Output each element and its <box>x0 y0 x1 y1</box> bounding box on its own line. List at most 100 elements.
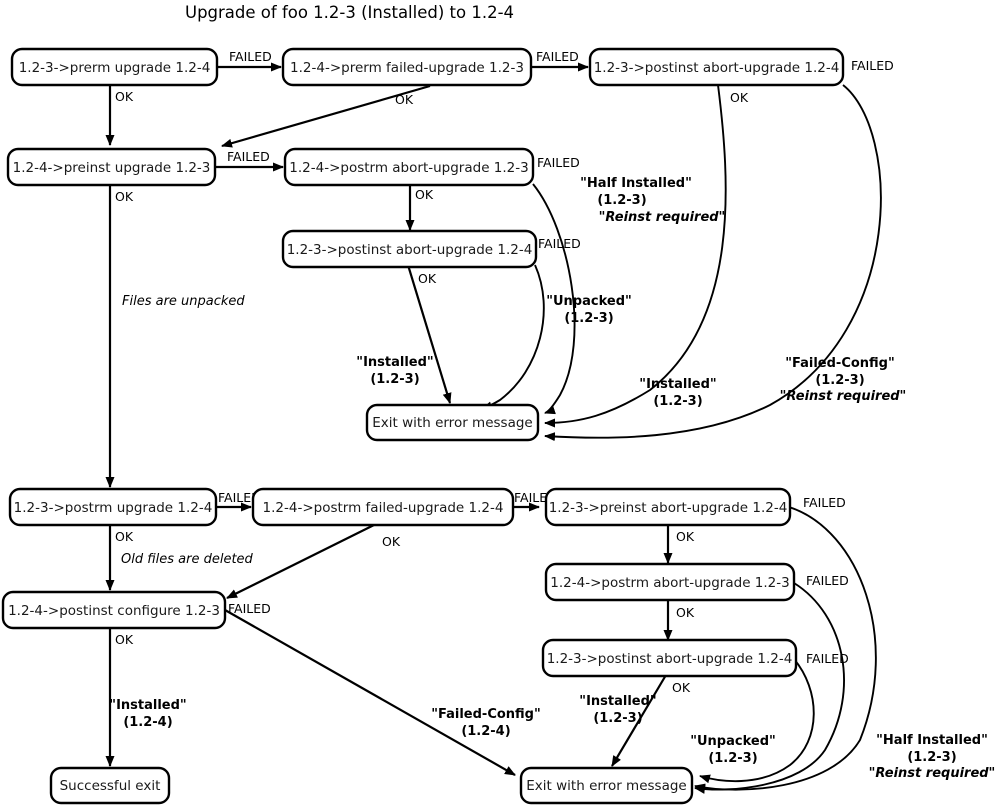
state-s5-line3: "Reinst required" <box>780 389 907 404</box>
edge-n2-n4 <box>221 84 431 148</box>
state-s1-line2: (1.2-3) <box>597 193 646 208</box>
node-successful-exit[interactable]: Successful exit <box>49 766 171 805</box>
edge-label-n11-n12: OK <box>676 605 695 620</box>
node-exit-error-upper[interactable]: Exit with error message <box>365 403 540 442</box>
node-preinst-abort-upgrade[interactable]: 1.2-3->preinst abort-upgrade 1.2-4 <box>544 487 792 527</box>
note-files-unpacked: Files are unpacked <box>122 294 245 309</box>
node-postinst-abort-upgrade-lower[interactable]: 1.2-3->postinst abort-upgrade 1.2-4 <box>541 638 798 678</box>
node-box[interactable] <box>544 562 796 602</box>
edge-label-n10-n15-failed: FAILED <box>803 495 846 510</box>
node-preinst-upgrade[interactable]: 1.2-4->preinst upgrade 1.2-3 <box>6 147 217 187</box>
edge-n3-n7-ok <box>544 84 727 428</box>
notes-group: Files are unpacked Old files are deleted <box>121 294 254 567</box>
node-postinst-abort-upgrade-upper[interactable]: 1.2-3->postinst abort-upgrade 1.2-4 <box>281 229 538 269</box>
node-postrm-abort-upgrade-lower[interactable]: 1.2-4->postrm abort-upgrade 1.2-3 <box>544 562 796 602</box>
state-s3-line2: (1.2-3) <box>370 372 419 387</box>
node-text: Successful exit <box>60 778 161 794</box>
state-s6-line2: (1.2-4) <box>461 724 510 739</box>
state-s5-line2: (1.2-3) <box>815 373 864 388</box>
state-s9-line3: "Reinst required" <box>869 766 996 781</box>
edge-n12-n15-ok <box>611 674 667 767</box>
edge-label-n2-n4: OK <box>395 92 414 107</box>
node-box[interactable] <box>251 487 515 527</box>
state-s7-line1: "Installed" <box>579 694 656 709</box>
edge-label-n13-n14: OK <box>115 632 134 647</box>
node-box[interactable] <box>10 47 219 87</box>
edge-label-n6-n7-failed: FAILED <box>538 236 581 251</box>
note-old-files-deleted: Old files are deleted <box>121 552 254 567</box>
node-text: 1.2-3->postinst abort-upgrade 1.2-4 <box>287 242 533 258</box>
node-postinst-configure[interactable]: 1.2-4->postinst configure 1.2-3 <box>1 590 227 630</box>
node-text: 1.2-4->postinst configure 1.2-3 <box>8 603 220 619</box>
node-text: Exit with error message <box>372 415 532 431</box>
nodes-group: 1.2-3->prerm upgrade 1.2-4 1.2-4->prerm … <box>1 47 845 805</box>
node-text: 1.2-4->postrm failed-upgrade 1.2-4 <box>263 500 504 516</box>
state-s10-line2: (1.2-4) <box>123 715 172 730</box>
node-postrm-abort-upgrade-upper[interactable]: 1.2-4->postrm abort-upgrade 1.2-3 <box>283 147 535 187</box>
edge-n5-n7-failed <box>532 183 576 415</box>
edge-label-n1-n2: FAILED <box>229 49 272 64</box>
edge-label-n12-n15-failed: FAILED <box>806 651 849 666</box>
node-postinst-abort-upgrade-top[interactable]: 1.2-3->postinst abort-upgrade 1.2-4 <box>588 47 845 87</box>
edge-label-n9-n13: OK <box>382 534 401 549</box>
edge-n13-n15-failed <box>224 609 516 776</box>
edge-label-n3-n7-ok: OK <box>730 90 749 105</box>
node-text: 1.2-4->postrm abort-upgrade 1.2-3 <box>289 160 528 176</box>
node-text: 1.2-4->postrm abort-upgrade 1.2-3 <box>550 575 789 591</box>
edge-label-n4-n5: FAILED <box>227 149 270 164</box>
node-box[interactable] <box>8 487 218 527</box>
node-postrm-upgrade[interactable]: 1.2-3->postrm upgrade 1.2-4 <box>8 487 218 527</box>
state-annotations-group: "Half Installed" (1.2-3) "Reinst require… <box>109 176 995 781</box>
edge-label-n12-n15-ok: OK <box>672 680 691 695</box>
state-s9-line2: (1.2-3) <box>907 750 956 765</box>
node-postrm-failed-upgrade[interactable]: 1.2-4->postrm failed-upgrade 1.2-4 <box>251 487 515 527</box>
node-box[interactable] <box>1 590 227 630</box>
node-box[interactable] <box>544 487 792 527</box>
node-box[interactable] <box>49 766 171 805</box>
state-s10-line1: "Installed" <box>109 698 186 713</box>
node-box[interactable] <box>281 47 533 87</box>
state-s9-line1: "Half Installed" <box>876 733 988 748</box>
node-exit-error-lower[interactable]: Exit with error message <box>519 766 694 805</box>
node-box[interactable] <box>283 147 535 187</box>
node-box[interactable] <box>281 229 538 269</box>
edge-label-n13-n15-failed: FAILED <box>228 601 271 616</box>
node-prerm-failed-upgrade[interactable]: 1.2-4->prerm failed-upgrade 1.2-3 <box>281 47 533 87</box>
state-s6-line1: "Failed-Config" <box>431 707 541 722</box>
node-text: 1.2-3->preinst abort-upgrade 1.2-4 <box>549 500 788 516</box>
edge-n9-n13 <box>226 524 375 599</box>
node-text: 1.2-4->prerm failed-upgrade 1.2-3 <box>290 60 524 76</box>
state-s4-line2: (1.2-3) <box>653 394 702 409</box>
edge-n12-n15-failed <box>699 658 815 784</box>
node-box[interactable] <box>588 47 845 87</box>
node-text: 1.2-3->postinst abort-upgrade 1.2-4 <box>547 651 793 667</box>
node-text: 1.2-3->prerm upgrade 1.2-4 <box>19 60 211 76</box>
node-text: 1.2-3->postinst abort-upgrade 1.2-4 <box>594 60 840 76</box>
state-s4-line1: "Installed" <box>639 377 716 392</box>
edge-label-n1-n4: OK <box>115 89 134 104</box>
edge-label-n2-n3: FAILED <box>536 49 579 64</box>
state-s5-line1: "Failed-Config" <box>785 356 895 371</box>
node-text: Exit with error message <box>526 778 686 794</box>
node-text: 1.2-4->preinst upgrade 1.2-3 <box>13 160 211 176</box>
node-text: 1.2-3->postrm upgrade 1.2-4 <box>14 500 213 516</box>
edge-label-n3-n7-failed: FAILED <box>851 58 894 73</box>
edge-label-n6-n7-ok: OK <box>418 271 437 286</box>
page-title: Upgrade of foo 1.2-3 (Installed) to 1.2-… <box>185 3 514 22</box>
state-s2-line1: "Unpacked" <box>546 294 632 309</box>
state-s8-line2: (1.2-3) <box>708 751 757 766</box>
state-s7-line2: (1.2-3) <box>593 711 642 726</box>
node-box[interactable] <box>541 638 798 678</box>
edge-label-n11-n15-failed: FAILED <box>806 573 849 588</box>
node-box[interactable] <box>519 766 694 805</box>
node-box[interactable] <box>365 403 540 442</box>
node-prerm-upgrade[interactable]: 1.2-3->prerm upgrade 1.2-4 <box>10 47 219 87</box>
edge-label-n4-n8: OK <box>115 189 134 204</box>
edge-label-n5-n6: OK <box>415 187 434 202</box>
edge-n11-n15-failed <box>694 582 845 794</box>
edge-n6-n7-failed <box>481 264 545 411</box>
node-box[interactable] <box>6 147 217 187</box>
edge-label-n8-n13: OK <box>115 529 134 544</box>
